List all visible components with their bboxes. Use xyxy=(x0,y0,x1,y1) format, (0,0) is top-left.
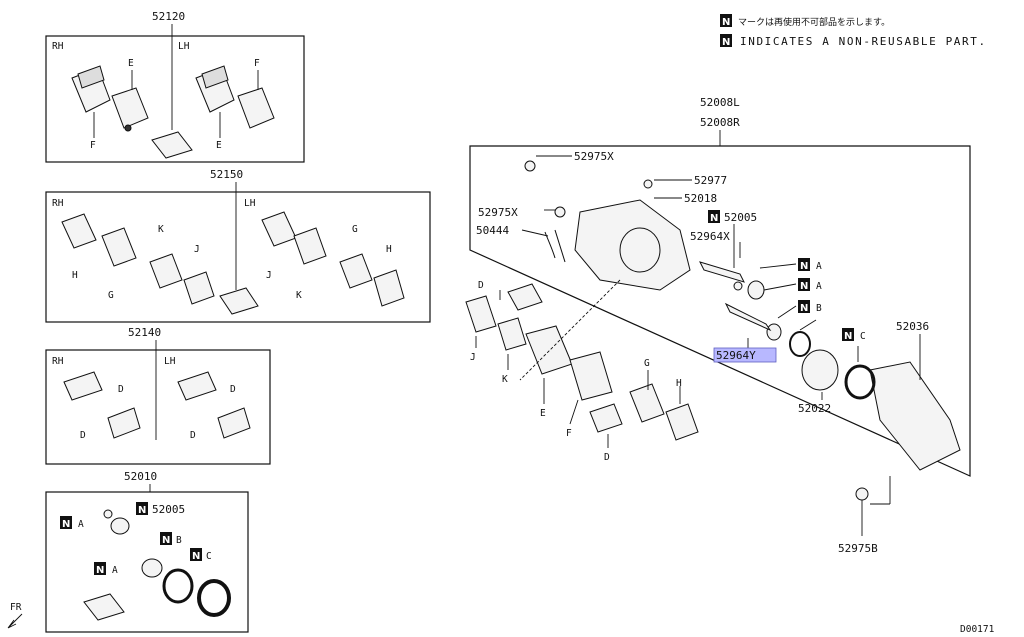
svg-text:52010: 52010 xyxy=(124,470,157,483)
svg-text:52008R: 52008R xyxy=(700,116,740,129)
svg-text:A: A xyxy=(112,565,118,576)
svg-text:C: C xyxy=(860,331,866,342)
svg-text:J: J xyxy=(470,352,476,363)
svg-text:52005: 52005 xyxy=(724,211,757,224)
svg-text:52975X: 52975X xyxy=(478,206,518,219)
svg-text:B: B xyxy=(816,303,822,314)
group-52010: 52010 N 52005 N A N A N B N C xyxy=(45,470,249,633)
caliper-assembly: 52008L 52008R xyxy=(465,96,971,555)
svg-text:N: N xyxy=(722,17,730,28)
svg-text:N: N xyxy=(62,519,70,530)
svg-text:52975X: 52975X xyxy=(574,150,614,163)
svg-text:A: A xyxy=(816,281,822,292)
svg-text:52140: 52140 xyxy=(128,326,161,339)
group-52140: 52140 RH LH D D D D xyxy=(45,326,271,465)
svg-text:H: H xyxy=(676,378,682,389)
svg-text:G: G xyxy=(352,224,358,235)
svg-text:N: N xyxy=(800,303,808,314)
diagram-code: D00171 xyxy=(960,624,995,635)
svg-text:K: K xyxy=(296,290,302,301)
svg-text:B: B xyxy=(176,535,182,546)
svg-text:J: J xyxy=(266,270,272,281)
legend-jp: マークは再使用不可部品を示します。 xyxy=(738,16,890,28)
group-52120: 52120 RH LH E F E F xyxy=(45,10,305,163)
legend-en: INDICATES A NON-REUSABLE PART. xyxy=(740,35,987,48)
svg-text:N: N xyxy=(844,331,852,342)
svg-text:K: K xyxy=(502,374,508,385)
svg-text:N: N xyxy=(710,213,718,224)
svg-text:C: C xyxy=(206,551,212,562)
svg-text:K: K xyxy=(158,224,164,235)
svg-text:52018: 52018 xyxy=(684,192,717,205)
svg-text:52022: 52022 xyxy=(798,402,831,415)
svg-text:D: D xyxy=(478,280,484,291)
svg-text:G: G xyxy=(108,290,114,301)
svg-text:D: D xyxy=(604,452,610,463)
svg-text:RH: RH xyxy=(52,198,64,209)
svg-text:F: F xyxy=(254,58,260,69)
svg-text:52120: 52120 xyxy=(152,10,185,23)
svg-text:A: A xyxy=(78,519,84,530)
front-arrow: FR xyxy=(7,602,23,629)
svg-text:N: N xyxy=(96,565,104,576)
highlight-52964y[interactable] xyxy=(713,347,777,363)
svg-text:D: D xyxy=(190,430,196,441)
svg-text:E: E xyxy=(128,58,134,69)
svg-text:RH: RH xyxy=(52,356,64,367)
svg-text:LH: LH xyxy=(164,356,176,367)
svg-text:52964X: 52964X xyxy=(690,230,730,243)
svg-text:RH: RH xyxy=(52,41,64,52)
svg-text:52977: 52977 xyxy=(694,174,727,187)
svg-text:E: E xyxy=(540,408,546,419)
svg-text:G: G xyxy=(644,358,650,369)
svg-text:F: F xyxy=(566,428,572,439)
svg-text:F: F xyxy=(90,140,96,151)
svg-text:N: N xyxy=(722,37,730,48)
svg-text:52008L: 52008L xyxy=(700,96,740,109)
part-52964y[interactable]: 52964Y xyxy=(716,349,756,362)
svg-text:A: A xyxy=(816,261,822,272)
svg-text:LH: LH xyxy=(178,41,190,52)
svg-text:52975B: 52975B xyxy=(838,542,878,555)
svg-text:52036: 52036 xyxy=(896,320,929,333)
legend: N マークは再使用不可部品を示します。 N INDICATES A NON-RE… xyxy=(720,14,987,48)
svg-text:D: D xyxy=(80,430,86,441)
svg-text:D: D xyxy=(118,384,124,395)
svg-text:50444: 50444 xyxy=(476,224,509,237)
svg-text:H: H xyxy=(72,270,78,281)
group-52150: 52150 RH LH H G K J J K G H xyxy=(45,168,431,323)
svg-text:N: N xyxy=(192,551,200,562)
svg-text:E: E xyxy=(216,140,222,151)
svg-text:LH: LH xyxy=(244,198,256,209)
svg-text:H: H xyxy=(386,244,392,255)
svg-text:FR: FR xyxy=(10,602,22,613)
svg-text:N: N xyxy=(162,535,170,546)
svg-text:N: N xyxy=(138,505,146,516)
svg-text:N: N xyxy=(800,261,808,272)
svg-text:D: D xyxy=(230,384,236,395)
svg-text:52005: 52005 xyxy=(152,503,185,516)
svg-text:N: N xyxy=(800,281,808,292)
svg-text:J: J xyxy=(194,244,200,255)
svg-text:52150: 52150 xyxy=(210,168,243,181)
